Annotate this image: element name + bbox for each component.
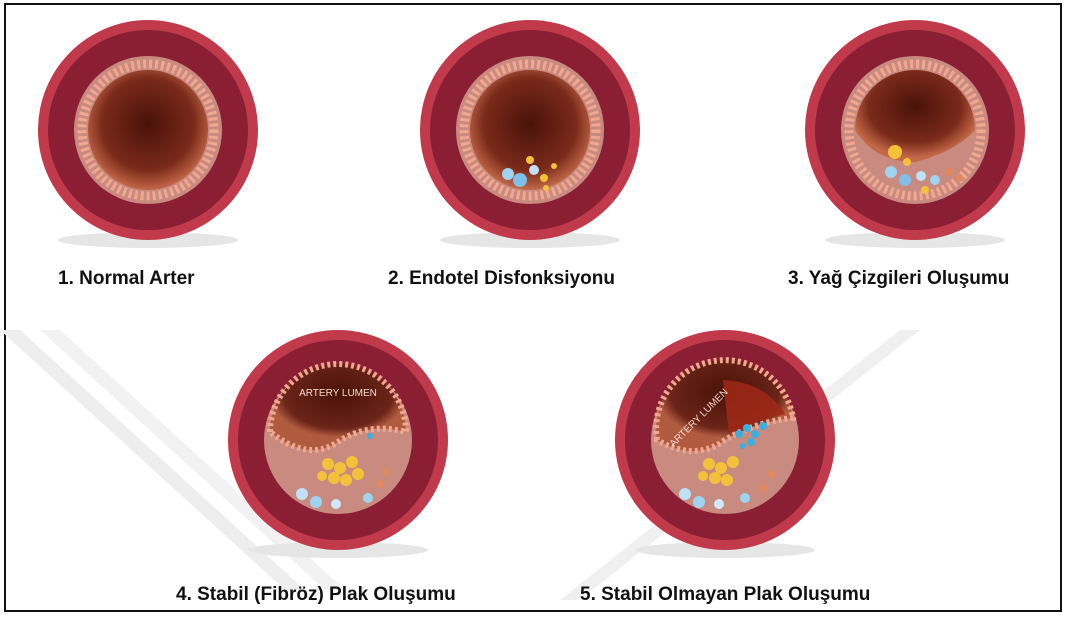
caption-stage-2: 2. Endotel Disfonksiyonu	[388, 268, 615, 290]
artery-stage-5: ARTERY LUMEN	[605, 322, 845, 562]
artery-stage-3	[795, 12, 1035, 252]
artery-stage-2	[410, 12, 650, 252]
caption-stage-1: 1. Normal Arter	[58, 268, 195, 290]
artery-stage-4: ARTERY LUMEN	[218, 322, 458, 562]
caption-stage-4: 4. Stabil (Fibröz) Plak Oluşumu	[176, 584, 456, 606]
caption-stage-3: 3. Yağ Çizgileri Oluşumu	[788, 268, 1009, 290]
caption-stage-5: 5. Stabil Olmayan Plak Oluşumu	[580, 584, 870, 606]
lumen-label-4: ARTERY LUMEN	[299, 388, 377, 399]
artery-stage-1	[28, 12, 268, 252]
